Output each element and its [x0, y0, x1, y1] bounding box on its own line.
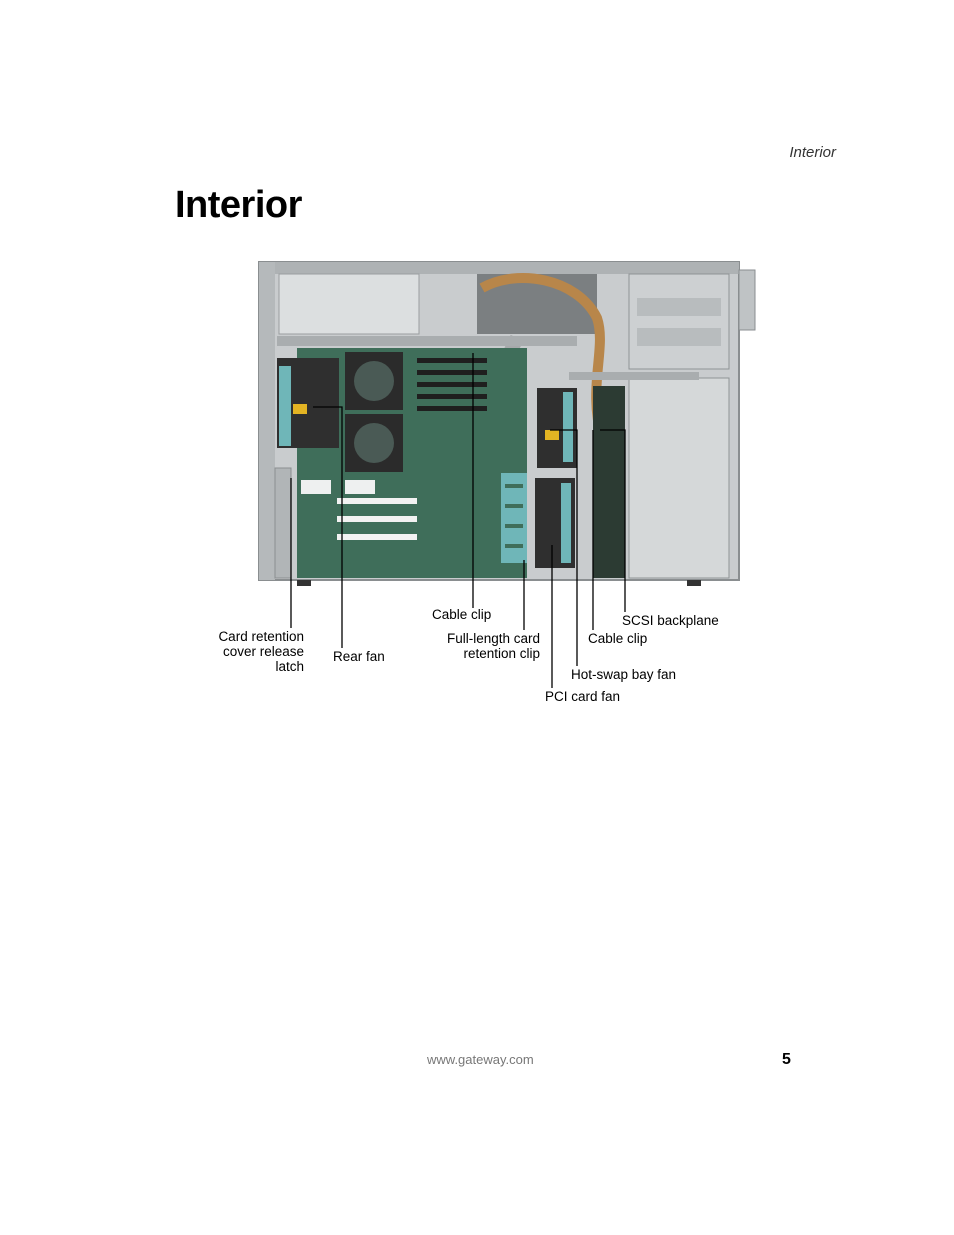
rear-fan-clip: [279, 366, 291, 446]
callout-full-length-card-clip: Full-length card retention clip: [446, 631, 540, 661]
page-title: Interior: [175, 184, 302, 226]
callout-cable-clip-right: Cable clip: [588, 631, 648, 646]
callout-hot-swap-bay-fan: Hot-swap bay fan: [571, 667, 677, 682]
running-head: Interior: [789, 144, 836, 161]
chassis-left-rail: [259, 262, 275, 580]
scsi-backplane: [593, 386, 625, 578]
chassis-handle: [738, 269, 756, 331]
callout-rear-fan: Rear fan: [333, 649, 385, 664]
server-interior-photo: [258, 261, 756, 586]
crossbar: [277, 336, 577, 346]
page-number: 5: [782, 1051, 791, 1068]
drive-bay-upper: [278, 273, 420, 335]
callout-card-retention-latch: Card retention cover release latch: [218, 629, 304, 674]
callout-cable-clip-left: Cable clip: [432, 607, 492, 622]
drive-bay-right-top: [628, 273, 730, 370]
footer-url: www.gateway.com: [427, 1052, 534, 1067]
card-retention-cover: [274, 467, 292, 579]
hot-swap-bay: [628, 377, 730, 579]
callout-pci-card-fan: PCI card fan: [545, 689, 621, 704]
callout-scsi-backplane: SCSI backplane: [622, 613, 719, 628]
chassis-top-rail: [259, 262, 739, 274]
